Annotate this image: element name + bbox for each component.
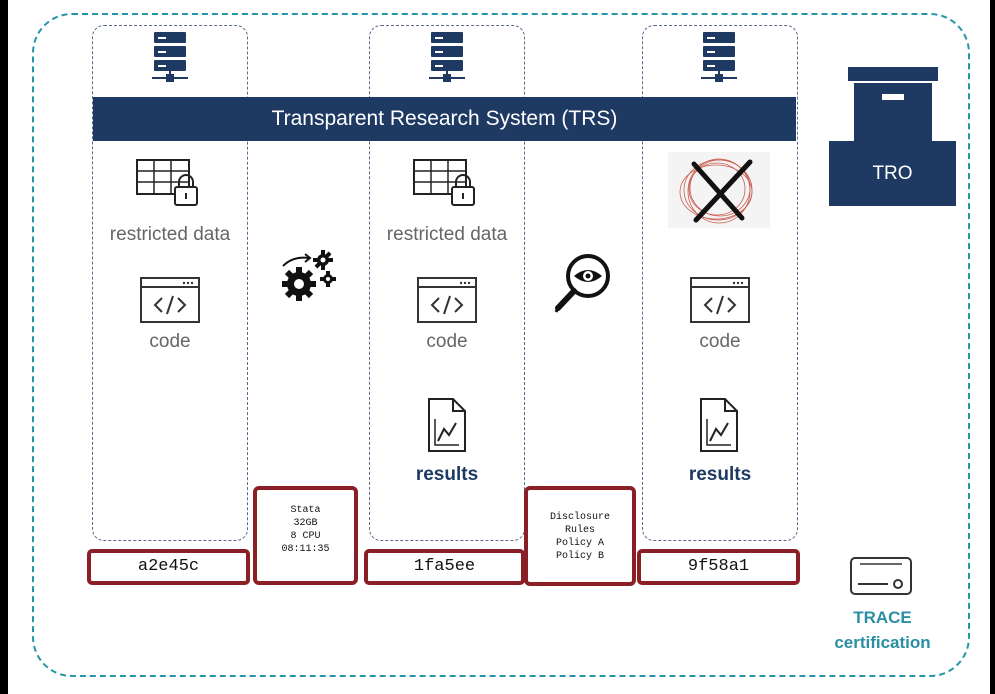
trs-banner: Transparent Research System (TRS) (93, 97, 796, 141)
certificate-icon (850, 557, 912, 595)
results-document-icon (700, 398, 738, 452)
column-1 (92, 25, 248, 541)
compute-line: 32GB (293, 518, 318, 529)
code-window-icon (140, 277, 200, 323)
results-label: results (415, 464, 479, 485)
archive-box-icon (848, 67, 938, 141)
trace-certification-label: TRACE certification (815, 605, 950, 655)
code-window-icon (417, 277, 477, 323)
magnifier-eye-icon (554, 254, 610, 313)
tro-label: TRO (829, 141, 956, 206)
server-icon (429, 32, 465, 82)
disclosure-line: Rules (564, 525, 595, 536)
code-label: code (699, 331, 741, 352)
server-icon (701, 32, 737, 82)
code-label: code (149, 331, 191, 352)
hash-badge: 1fa5ee (364, 549, 525, 585)
trace-system-boundary (32, 13, 970, 677)
results-document-icon (428, 398, 466, 452)
locked-table-icon (136, 159, 198, 206)
compute-line: 8 CPU (290, 531, 321, 542)
crossed-out-data-icon (668, 152, 770, 228)
disclosure-rules-box: Disclosure Rules Policy A Policy B (524, 486, 636, 586)
trace-title: TRACE (853, 608, 912, 627)
hash-badge: 9f58a1 (637, 549, 800, 585)
trace-subtitle: certification (834, 633, 931, 652)
locked-table-icon (413, 159, 475, 206)
code-window-icon (690, 277, 750, 323)
column-3 (642, 25, 798, 541)
server-icon (152, 32, 188, 82)
compute-line: Stata (290, 505, 321, 516)
restricted-data-label: restricted data (386, 224, 508, 245)
code-label: code (426, 331, 468, 352)
disclosure-line: Policy B (555, 551, 604, 562)
disclosure-line: Policy A (555, 538, 604, 549)
disclosure-line: Disclosure (549, 512, 610, 523)
gears-icon (282, 250, 336, 301)
results-label: results (688, 464, 752, 485)
compute-line: 08:11:35 (281, 544, 330, 555)
hash-badge: a2e45c (87, 549, 250, 585)
restricted-data-label: restricted data (109, 224, 231, 245)
column-2 (369, 25, 525, 541)
compute-environment-box: Stata 32GB 8 CPU 08:11:35 (253, 486, 358, 585)
